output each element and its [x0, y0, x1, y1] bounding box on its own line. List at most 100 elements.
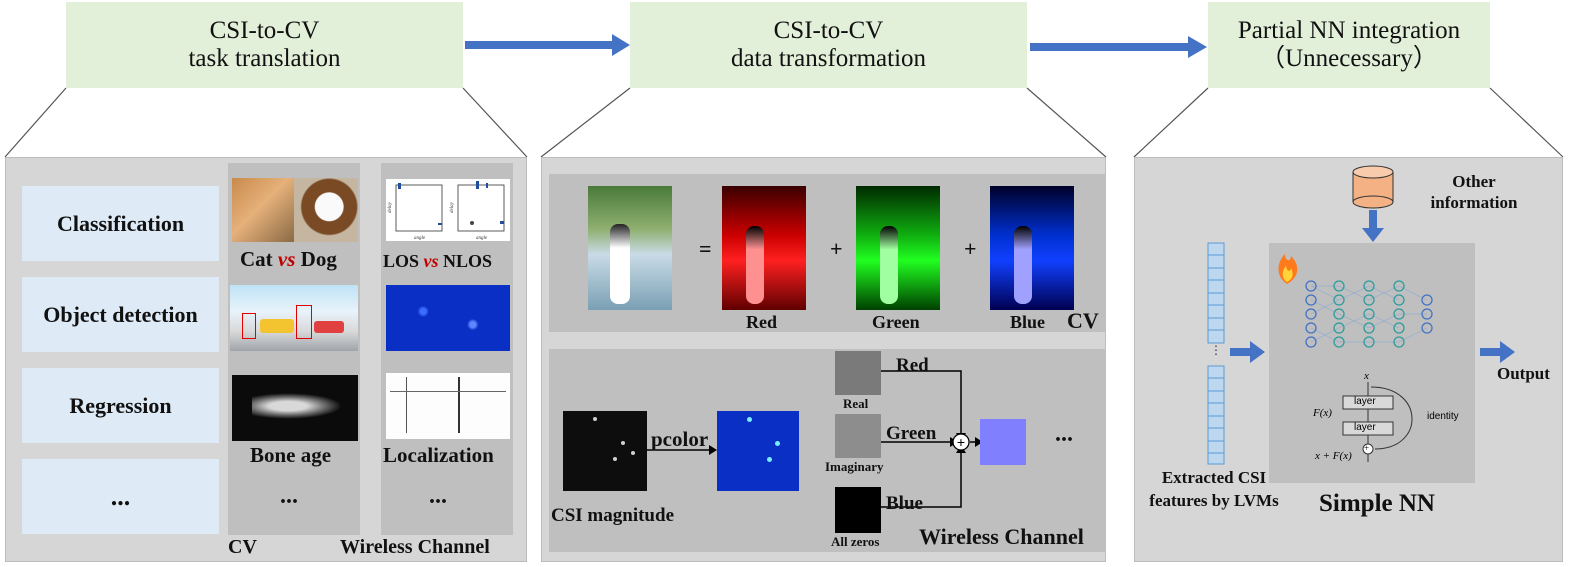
hand-bones-shape: [252, 393, 342, 419]
heatmap-line: [390, 391, 506, 392]
bone-age-label: Bone age: [250, 443, 332, 467]
stage-header-nn-integration: Partial NN integration （Unnecessary）: [1208, 2, 1490, 88]
green-channel-label: Green: [886, 423, 937, 444]
real-label: Real: [843, 396, 869, 411]
detection-box: [242, 313, 256, 339]
blue-channel-label: Blue: [886, 493, 923, 514]
detection-box: [296, 305, 312, 339]
heatmap-line: [458, 377, 460, 433]
wireless-channel-label: Wireless Channel: [919, 524, 1084, 549]
stage-header-data-transformation: CSI-to-CV data transformation: [630, 2, 1027, 88]
csi-to-rgb-box: + pcolor CSI magnitude Real Imaginary Al…: [549, 349, 1106, 552]
resblock-layer-label: layer: [1354, 396, 1376, 407]
all-zeros-image: [835, 487, 881, 533]
simple-nn-label: Simple NN: [1319, 490, 1435, 517]
svg-text:⋮: ⋮: [1210, 343, 1222, 357]
csi-magnitude-label: CSI magnitude: [551, 505, 674, 526]
los-vs-nlos-label: LOS vs NLOS: [383, 251, 492, 272]
red-channel-image: [722, 186, 806, 310]
plus-sign: +: [830, 236, 843, 261]
csi-point: [613, 457, 617, 461]
other-information-label: Other information: [1430, 172, 1518, 212]
csi-point: [767, 457, 772, 462]
green-channel-image: [856, 186, 940, 310]
equals-sign: =: [699, 236, 712, 261]
cv-ellipsis: ...: [280, 483, 298, 509]
csi-point: [747, 417, 752, 422]
localization-label: Localization: [383, 443, 494, 467]
task-object-detection: Object detection: [22, 277, 219, 352]
cat-text: Cat: [240, 247, 273, 271]
vs-text: vs: [277, 247, 296, 271]
street-scene-image: [230, 285, 358, 351]
stage-title-line1: CSI-to-CV: [209, 17, 320, 44]
task-translation-panel: Classification Object detection Regressi…: [5, 157, 527, 562]
stage-header-task-translation: CSI-to-CV task translation: [66, 2, 463, 88]
sum-node-plus: +: [957, 434, 965, 450]
nn-panel-graphics: ⋮: [1207, 165, 1515, 483]
stage-title-line2: data transformation: [730, 45, 927, 72]
couple-shape: [1014, 226, 1032, 304]
localization-heatmap-image: [386, 373, 510, 439]
dog-image: [294, 178, 358, 242]
rgb-decomposition-box: = + + Red Green Blue CV: [549, 174, 1106, 333]
heatmap-line: [406, 377, 407, 433]
fire-icon: [1278, 254, 1298, 284]
extracted-features-label: Extracted CSI features by LVMs: [1149, 468, 1279, 510]
xray-image: [232, 375, 358, 441]
car-shape: [314, 321, 344, 333]
stage-title-line1: Partial NN integration: [1237, 17, 1461, 44]
blue-channel-image: [990, 186, 1074, 310]
stage-arrow: [465, 34, 630, 56]
csi-point: [621, 441, 625, 445]
los-nlos-plots: delay delay angle angle: [386, 179, 510, 241]
pcolor-label: pcolor: [651, 427, 709, 451]
task-more: ...: [22, 459, 219, 534]
csi-heatmap-image: [386, 285, 510, 351]
car-shape: [260, 319, 294, 333]
cat-image: [232, 178, 294, 242]
feature-vector: ⋮: [1207, 242, 1225, 465]
residual-block: [1342, 382, 1413, 462]
stage-title-line2: （Unnecessary）: [1260, 45, 1438, 72]
csi-point: [775, 441, 780, 446]
nn-integration-panel: ⋮: [1134, 157, 1563, 562]
resblock-x-label: x: [1364, 370, 1369, 382]
resblock-plus-label: +: [1364, 443, 1370, 453]
combined-rgb-image: [980, 419, 1026, 465]
cv-label: CV: [228, 536, 257, 558]
resblock-identity-label: identity: [1427, 411, 1459, 422]
plot-xlabel: angle: [414, 236, 426, 241]
dog-text: Dog: [300, 247, 337, 271]
nlos-text: NLOS: [443, 251, 493, 271]
cv-column: Cat vs Dog Bone age ...: [228, 163, 360, 535]
vs-text: vs: [423, 251, 439, 271]
resblock-fx-label: F(x): [1313, 407, 1332, 419]
couple-shape: [610, 224, 630, 304]
csi-point: [631, 451, 635, 455]
angle-delay-plots: delay delay angle angle: [388, 181, 505, 241]
task-classification: Classification: [22, 186, 219, 261]
stage-title-line2: task translation: [188, 45, 341, 72]
csi-flow-lines: +: [647, 370, 983, 508]
real-part-image: [835, 351, 881, 395]
cv-label: CV: [1067, 308, 1099, 333]
database-icon: [1352, 165, 1394, 209]
wireless-column: delay delay angle angle LOS vs NLOS Loca…: [381, 163, 513, 535]
resblock-sum-label: x + F(x): [1315, 450, 1352, 462]
couple-shape: [880, 226, 898, 304]
stage-title-line1: CSI-to-CV: [773, 17, 884, 44]
green-label: Green: [872, 312, 920, 332]
plus-sign: +: [964, 236, 977, 261]
couple-shape: [746, 226, 764, 304]
csi-point: [593, 417, 597, 421]
output-label: Output: [1497, 364, 1550, 383]
photo-original: [588, 186, 672, 310]
all-zeros-label: All zeros: [831, 534, 880, 549]
imaginary-part-image: [835, 414, 881, 458]
imaginary-label: Imaginary: [825, 459, 884, 474]
wireless-channel-label: Wireless Channel: [340, 536, 490, 558]
csi-magnitude-image: [563, 411, 647, 491]
